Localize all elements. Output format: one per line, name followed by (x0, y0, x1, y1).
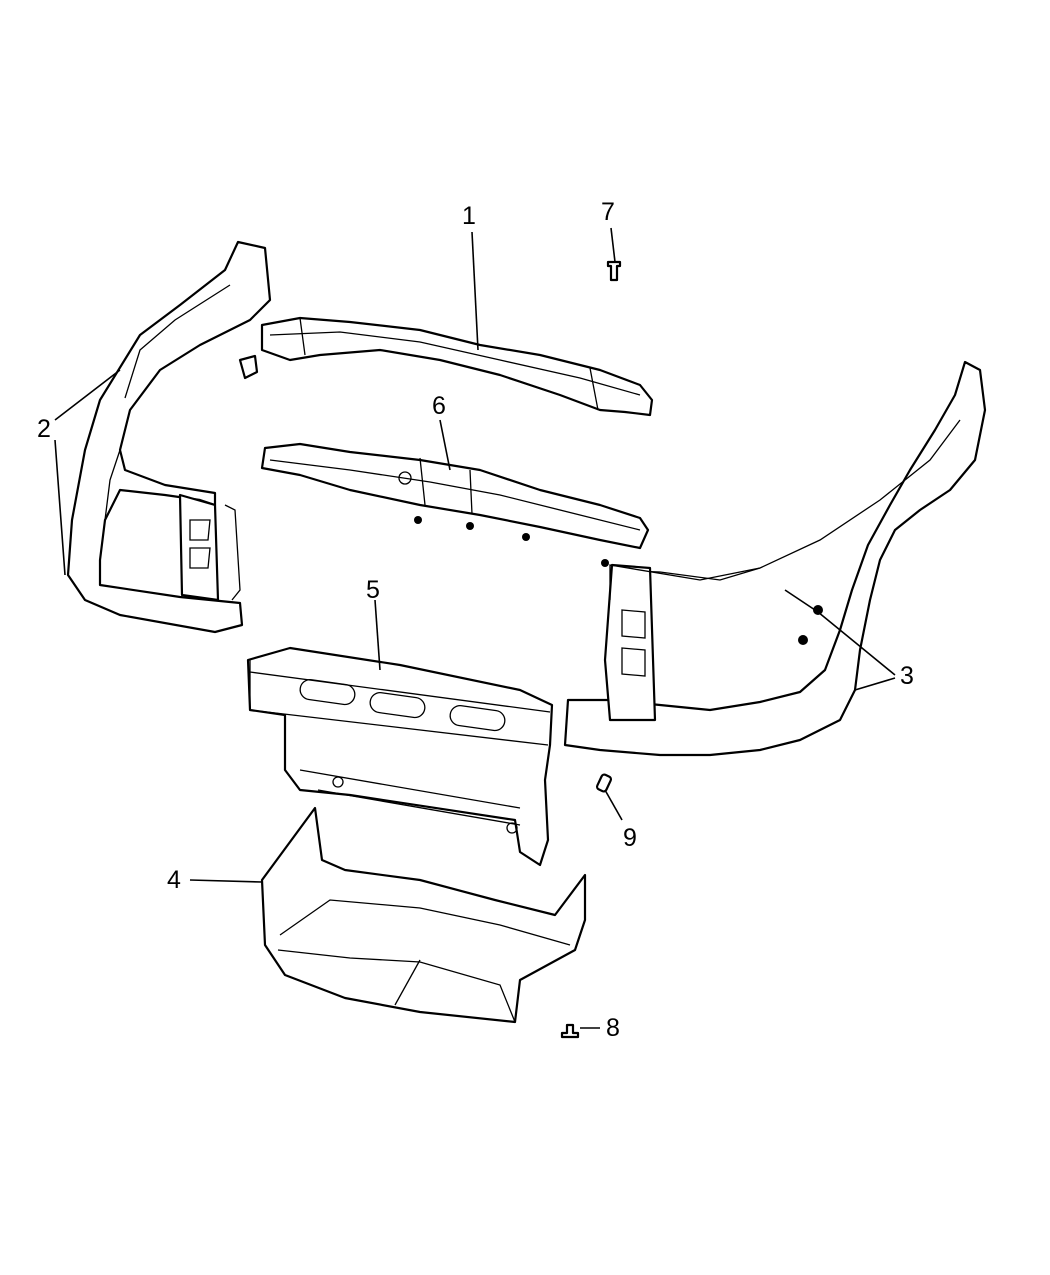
callout-5: 5 (366, 576, 380, 604)
part-2-left-frame (66, 240, 272, 634)
leader-lines (54, 227, 896, 1029)
part-3-right-frame (563, 360, 987, 757)
part-6-middle-crossmember (260, 442, 650, 567)
part-1-upper-crossmember (238, 316, 654, 417)
callout-2: 2 (37, 415, 51, 443)
callout-8: 8 (606, 1014, 620, 1042)
part-4-lower-shield (260, 806, 587, 1024)
callout-1: 1 (462, 202, 476, 230)
callout-3: 3 (900, 662, 914, 690)
callout-9: 9 (623, 824, 637, 852)
callout-labels: 1 2 3 4 5 6 7 8 9 (37, 198, 914, 1042)
callout-7: 7 (601, 198, 615, 226)
callout-4: 4 (167, 866, 181, 894)
part-5-lower-crossmember (246, 646, 554, 867)
callout-6: 6 (432, 392, 446, 420)
part-8-push-pin (560, 1023, 580, 1039)
part-9-spacer (595, 773, 613, 793)
part-7-bolt (606, 260, 622, 282)
